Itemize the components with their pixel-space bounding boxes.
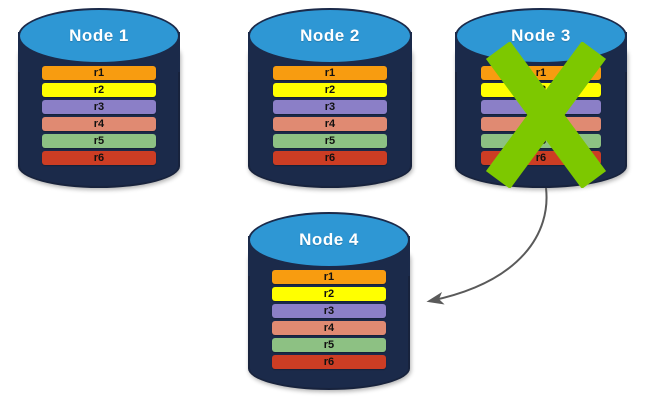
node-4-row-r1[interactable]: r1	[272, 270, 386, 284]
node-3-top-disc: Node 3	[455, 8, 627, 64]
node-2-row-r2[interactable]: r2	[272, 83, 388, 97]
node-3-row-r6[interactable]: r6	[480, 151, 602, 165]
node-2-row-r3[interactable]: r3	[272, 100, 388, 114]
node-1-row-r6[interactable]: r6	[42, 151, 156, 165]
node-2-title: Node 2	[300, 26, 360, 45]
node-2-row-r4[interactable]: r4	[272, 117, 388, 131]
node-3-row-r1[interactable]: r1	[480, 66, 602, 80]
node-1-row-r2[interactable]: r2	[42, 83, 156, 97]
node-4-rows: r1 r2 r3 r4 r5 r6	[248, 270, 410, 372]
node-4-row-r6[interactable]: r6	[272, 355, 386, 369]
node-3-row-r2[interactable]: r2	[480, 83, 602, 97]
node-4-row-r2[interactable]: r2	[272, 287, 386, 301]
node-1-cylinder: Node 1 r1 r2 r3 r4 r5 r6	[18, 8, 180, 188]
node-4[interactable]: Node 4 r1 r2 r3 r4 r5 r6	[248, 212, 410, 390]
node-4-top-disc: Node 4	[248, 212, 410, 268]
node-2-row-r1[interactable]: r1	[272, 66, 388, 80]
node-2-rows: r1 r2 r3 r4 r5 r6	[248, 66, 412, 168]
node-4-row-r3[interactable]: r3	[272, 304, 386, 318]
node-4-cylinder: Node 4 r1 r2 r3 r4 r5 r6	[248, 212, 410, 390]
node-4-row-r5[interactable]: r5	[272, 338, 386, 352]
node-1-rows: r1 r2 r3 r4 r5 r6	[18, 66, 180, 168]
node-3-title: Node 3	[511, 26, 571, 45]
node-2[interactable]: Node 2 r1 r2 r3 r4 r5 r6	[248, 8, 412, 188]
node-3-cylinder: Node 3 r1 r2 r3 r4 r5 r6	[455, 8, 627, 188]
node-1-row-r1[interactable]: r1	[42, 66, 156, 80]
node-1-row-r5[interactable]: r5	[42, 134, 156, 148]
failover-arrow-path	[426, 187, 548, 305]
node-3[interactable]: Node 3 r1 r2 r3 r4 r5 r6	[455, 8, 627, 188]
node-1-row-r4[interactable]: r4	[42, 117, 156, 131]
node-3-row-r5[interactable]: r5	[480, 134, 602, 148]
node-2-row-r6[interactable]: r6	[272, 151, 388, 165]
node-3-row-r3[interactable]: r3	[480, 100, 602, 114]
node-2-cylinder: Node 2 r1 r2 r3 r4 r5 r6	[248, 8, 412, 188]
node-2-row-r5[interactable]: r5	[272, 134, 388, 148]
node-3-rows: r1 r2 r3 r4 r5 r6	[455, 66, 627, 168]
node-1[interactable]: Node 1 r1 r2 r3 r4 r5 r6	[18, 8, 180, 188]
node-3-row-r4[interactable]: r4	[480, 117, 602, 131]
node-4-row-r4[interactable]: r4	[272, 321, 386, 335]
node-1-title: Node 1	[69, 26, 129, 45]
node-1-row-r3[interactable]: r3	[42, 100, 156, 114]
node-1-top-disc: Node 1	[18, 8, 180, 64]
node-4-title: Node 4	[299, 230, 359, 249]
node-2-top-disc: Node 2	[248, 8, 412, 64]
